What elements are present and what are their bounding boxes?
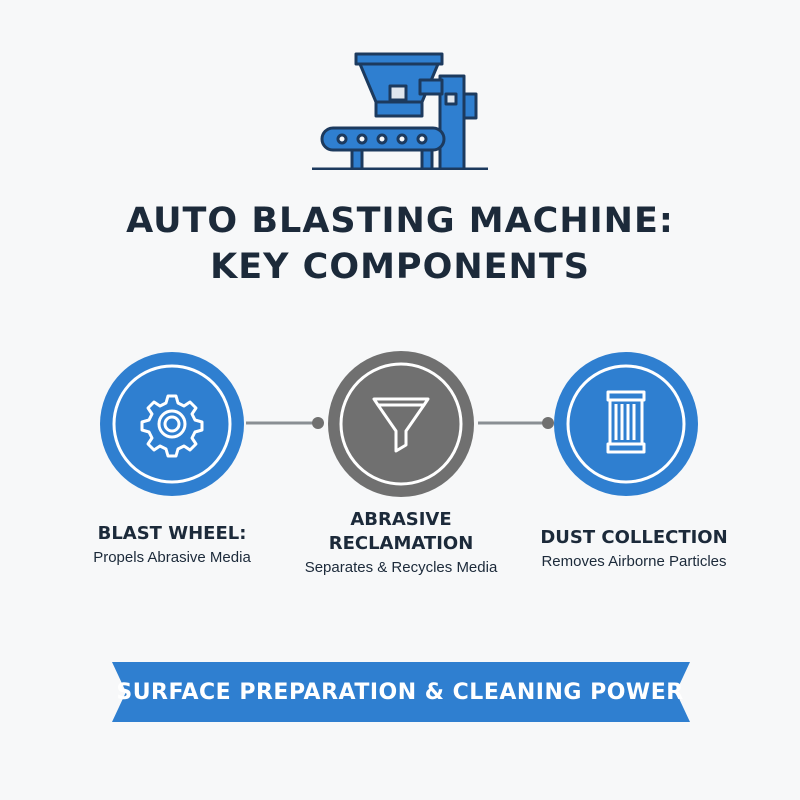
filter-cartridge-icon [606, 390, 646, 454]
banner-ribbon [112, 662, 690, 722]
connector-dot-1 [312, 417, 324, 429]
component-description: Removes Airborne Particles [541, 553, 727, 570]
component-abrasive-reclamation: ABRASIVE RECLAMATION Separates & Recycle… [281, 508, 521, 578]
component-dust-collection: DUST COLLECTION Removes Airborne Particl… [514, 526, 754, 572]
component-blast-wheel: BLAST WHEEL: Propels Abrasive Media [52, 522, 292, 568]
component-description: Separates & Recycles Media [304, 559, 498, 576]
banner-text: SURFACE PREPARATION & CLEANING POWER [116, 680, 684, 705]
abrasive-reclamation-circle [328, 351, 474, 497]
blast-wheel-circle [100, 352, 244, 496]
component-name: ABRASIVE RECLAMATION [328, 509, 474, 554]
dust-collection-circle [554, 352, 698, 496]
component-name: DUST COLLECTION [540, 527, 728, 548]
gear-icon [140, 394, 204, 458]
component-description: Propels Abrasive Media [93, 549, 251, 566]
title-line-2: KEY COMPONENTS [210, 247, 590, 287]
funnel-icon [372, 397, 430, 453]
title-line-1: AUTO BLASTING MACHINE: [126, 201, 674, 241]
blasting-machine-icon [312, 52, 488, 170]
component-name: BLAST WHEEL: [97, 523, 247, 544]
page-title: AUTO BLASTING MACHINE: KEY COMPONENTS [0, 198, 800, 290]
